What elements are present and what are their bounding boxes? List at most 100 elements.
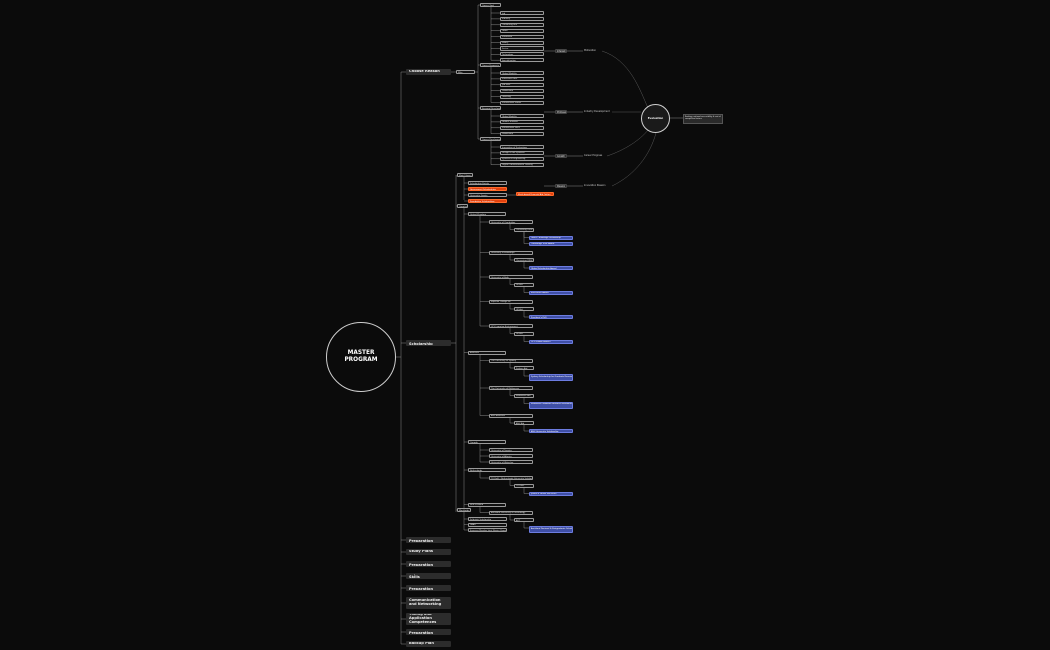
reason-left-node[interactable]: Profession: [555, 110, 567, 114]
scholarship-node[interactable]: Gates Cambridge Scholarship: [529, 235, 573, 240]
scholarship-level-node[interactable]: UK Aid: [514, 307, 534, 312]
scholarship-node[interactable]: President's PhD: [529, 315, 573, 320]
category-research-scholarship[interactable]: Research Scholarship: [406, 340, 451, 346]
group-node[interactable]: Career Development: [480, 137, 501, 141]
group-item[interactable]: Digital Transformation Training: [500, 162, 544, 167]
university-node[interactable]: The University of Sydney: [489, 358, 533, 363]
scholarship-node[interactable]: Sydney Scholarship for Graduate Research…: [529, 374, 573, 381]
why-node[interactable]: Why: [456, 70, 475, 74]
group-item[interactable]: Job: [500, 11, 544, 16]
category-communication-and-networking[interactable]: Communication and Networking: [406, 597, 451, 609]
country-node[interactable]: Country: [457, 204, 468, 208]
country-group-node[interactable]: Australia: [468, 350, 506, 355]
university-node[interactable]: Auckland University of Technology: [489, 510, 533, 515]
country-group-node[interactable]: United Kingdom: [468, 212, 506, 217]
category-timing-and-application-competences[interactable]: Timing and Application Competences: [406, 613, 451, 625]
worldwide-node[interactable]: Worldwide: [457, 508, 471, 512]
category-interview-preparation[interactable]: Interview Preparation: [406, 629, 451, 635]
scholarship-node[interactable]: Global Scholarship Award: [529, 266, 573, 271]
country-item[interactable]: University of Toronto: [489, 448, 533, 453]
scholarship-node[interactable]: UCL Global Masters: [529, 339, 573, 344]
group-node[interactable]: Career Prospects: [480, 63, 501, 67]
group-item[interactable]: Innovation of Technology: [500, 145, 544, 150]
scholarship-node[interactable]: Cambridge Trust Award: [529, 241, 573, 246]
scholarship-level-node[interactable]: UK Aid: [514, 331, 534, 336]
reason-left-node[interactable]: Interest: [555, 49, 567, 53]
library-item[interactable]: University Grants: [468, 193, 507, 198]
scholarship-level-node[interactable]: Melbourne Aid: [514, 393, 534, 398]
scholarship-level-node[interactable]: TU Delft: [514, 483, 534, 488]
group-item[interactable]: Goals: [500, 28, 544, 33]
reason-right-node[interactable]: Industry Development: [584, 110, 610, 113]
country-group-node[interactable]: Canada: [468, 440, 506, 445]
university-node[interactable]: ANU Australia: [489, 413, 533, 418]
scholarship-level-node[interactable]: Sydney Aid: [514, 366, 534, 371]
category-choose-reason[interactable]: Choose Reason: [406, 69, 451, 75]
scholarship-level-node[interactable]: ANU Aid: [514, 421, 534, 426]
group-item[interactable]: Industry: [500, 16, 544, 22]
country-group-node[interactable]: New Zealand: [468, 502, 506, 507]
reason-right-node[interactable]: Innovation Passion: [584, 184, 606, 187]
university-node[interactable]: University of Edinburgh: [489, 250, 533, 255]
worldwide-item[interactable]: Erasmus Mundus Joint Master Degree: [468, 528, 507, 533]
group-item[interactable]: Professional Status: [500, 100, 544, 105]
connector-line: [509, 390, 514, 396]
reason-left-node[interactable]: Passion: [555, 184, 567, 188]
scholarship-node[interactable]: ANU University Scholarship: [529, 429, 573, 434]
university-node[interactable]: UCL Learning Environment: [489, 324, 533, 329]
root-node[interactable]: MASTER PROGRAM: [326, 322, 396, 392]
group-item[interactable]: Promotion: [500, 34, 544, 39]
group-item[interactable]: Placement rate: [500, 76, 544, 82]
scholarship-node[interactable]: Melbourne Graduate Research Scholarship …: [529, 401, 573, 409]
library-highlight-node[interactable]: Merit-based Financial Aid Option: [516, 192, 554, 197]
group-item[interactable]: Specialization: [500, 58, 544, 63]
evaluation-hub-node[interactable]: Evaluation: [641, 104, 670, 133]
group-item[interactable]: Leadership: [500, 88, 544, 93]
university-node[interactable]: Imperial College UK: [489, 299, 533, 304]
reason-right-node[interactable]: Motivation: [584, 49, 597, 52]
group-item[interactable]: Salary: [500, 40, 544, 45]
group-item[interactable]: Job offer: [500, 82, 544, 87]
group-item[interactable]: Growth mindset: [500, 119, 544, 125]
group-node[interactable]: Personal Development: [480, 106, 501, 110]
university-node[interactable]: TU Delft - Netherlands University Schola…: [489, 476, 533, 481]
category-experience-and-skills[interactable]: Experience and Skills: [406, 573, 451, 579]
group-item[interactable]: Global Mobility: [500, 114, 544, 119]
group-node[interactable]: Career Goal: [480, 3, 501, 7]
scholarship-level-node[interactable]: UK Aid: [514, 282, 534, 287]
university-node[interactable]: University of Cambridge: [489, 220, 533, 225]
group-item[interactable]: Professional Skills: [500, 125, 544, 130]
category-financial-preparation[interactable]: Financial Preparation: [406, 585, 451, 591]
group-item[interactable]: Sector: [500, 46, 544, 51]
country-group-node[interactable]: Netherlands: [468, 468, 506, 473]
country-item[interactable]: University of Waterloo: [489, 460, 533, 465]
category-academic-preparation[interactable]: Academic Preparation: [406, 537, 451, 543]
university-node[interactable]: The University of Melbourne: [489, 386, 533, 391]
library-item[interactable]: Scholarship Portals: [468, 181, 507, 186]
scholarship-node[interactable]: Excellence Award: [529, 290, 573, 295]
group-item[interactable]: Consulting role: [500, 22, 544, 27]
group-item[interactable]: Design of the Systems: [500, 150, 544, 156]
worldwide-item[interactable]: Fulbright Scholarship: [468, 517, 507, 522]
main-library-node[interactable]: Main Library: [457, 173, 473, 177]
group-item[interactable]: Leadership: [500, 131, 544, 136]
scholarship-node[interactable]: Auckland Doctoral & Postgraduate Scholar…: [529, 526, 573, 533]
university-node[interactable]: University of Bath: [489, 275, 533, 280]
category-backup-plan[interactable]: Backup Plan: [406, 641, 451, 647]
group-item[interactable]: Systems & Engineering: [500, 156, 544, 161]
scholarship-node[interactable]: Justus & Louise Van Effen: [529, 491, 573, 496]
group-item[interactable]: Global Mobility: [500, 71, 544, 76]
worldwide-item[interactable]: DAAD: [468, 522, 507, 527]
reason-left-node[interactable]: Growth: [555, 154, 567, 158]
group-item[interactable]: Technology: [500, 52, 544, 57]
category-document-preparation[interactable]: Document Preparation: [406, 561, 451, 567]
category-study-plans[interactable]: Study Plans: [406, 549, 451, 555]
country-item[interactable]: University of Alberta: [489, 454, 533, 459]
library-item[interactable]: Government Scholarships: [468, 187, 507, 192]
reason-right-node[interactable]: Career Progress: [584, 154, 603, 157]
scholarship-level-node[interactable]: Chevening UKSP: [514, 227, 534, 232]
library-item[interactable]: Foundation Scholarships: [468, 199, 507, 204]
group-item[interactable]: Teaching: [500, 94, 544, 99]
scholarship-level-node[interactable]: AUT: [514, 518, 534, 523]
scholarship-level-node[interactable]: Chevening UKSP: [514, 258, 534, 263]
